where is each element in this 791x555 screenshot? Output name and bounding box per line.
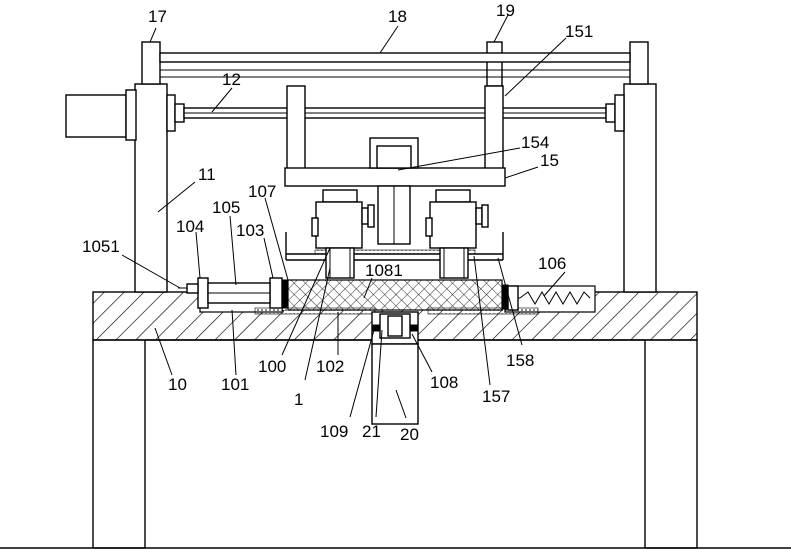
- label-103: 103: [236, 221, 264, 240]
- label-105: 105: [212, 198, 240, 217]
- label-1081: 1081: [365, 261, 403, 280]
- motor: [66, 90, 136, 140]
- label-18: 18: [388, 7, 407, 26]
- label-107: 107: [248, 182, 276, 201]
- label-106: 106: [538, 254, 566, 273]
- screw-rod-12: [167, 95, 624, 131]
- label-102: 102: [316, 357, 344, 376]
- label-11: 11: [198, 165, 216, 184]
- carriage-151: [285, 86, 505, 186]
- label-157: 157: [482, 387, 510, 406]
- left-jaws: [270, 278, 288, 308]
- right-clamp-head: [426, 190, 488, 278]
- cylinder-154: [370, 138, 418, 244]
- label-17: 17: [148, 7, 167, 26]
- label-109: 109: [320, 422, 348, 441]
- workpiece-mesh: [255, 280, 538, 314]
- label-21: 21: [362, 422, 381, 441]
- label-104: 104: [176, 217, 204, 236]
- label-101: 101: [221, 375, 249, 394]
- label-154: 154: [521, 133, 549, 152]
- label-1051: 1051: [82, 237, 120, 256]
- label-19: 19: [496, 1, 515, 20]
- label-10: 10: [168, 375, 187, 394]
- label-158: 158: [506, 351, 534, 370]
- label-108: 108: [430, 373, 458, 392]
- label-1: 1: [294, 390, 303, 409]
- label-100: 100: [258, 357, 286, 376]
- label-20: 20: [400, 425, 419, 444]
- label-15: 15: [540, 151, 559, 170]
- label-12: 12: [222, 70, 241, 89]
- label-151: 151: [565, 22, 593, 41]
- top-posts-17: [142, 42, 648, 86]
